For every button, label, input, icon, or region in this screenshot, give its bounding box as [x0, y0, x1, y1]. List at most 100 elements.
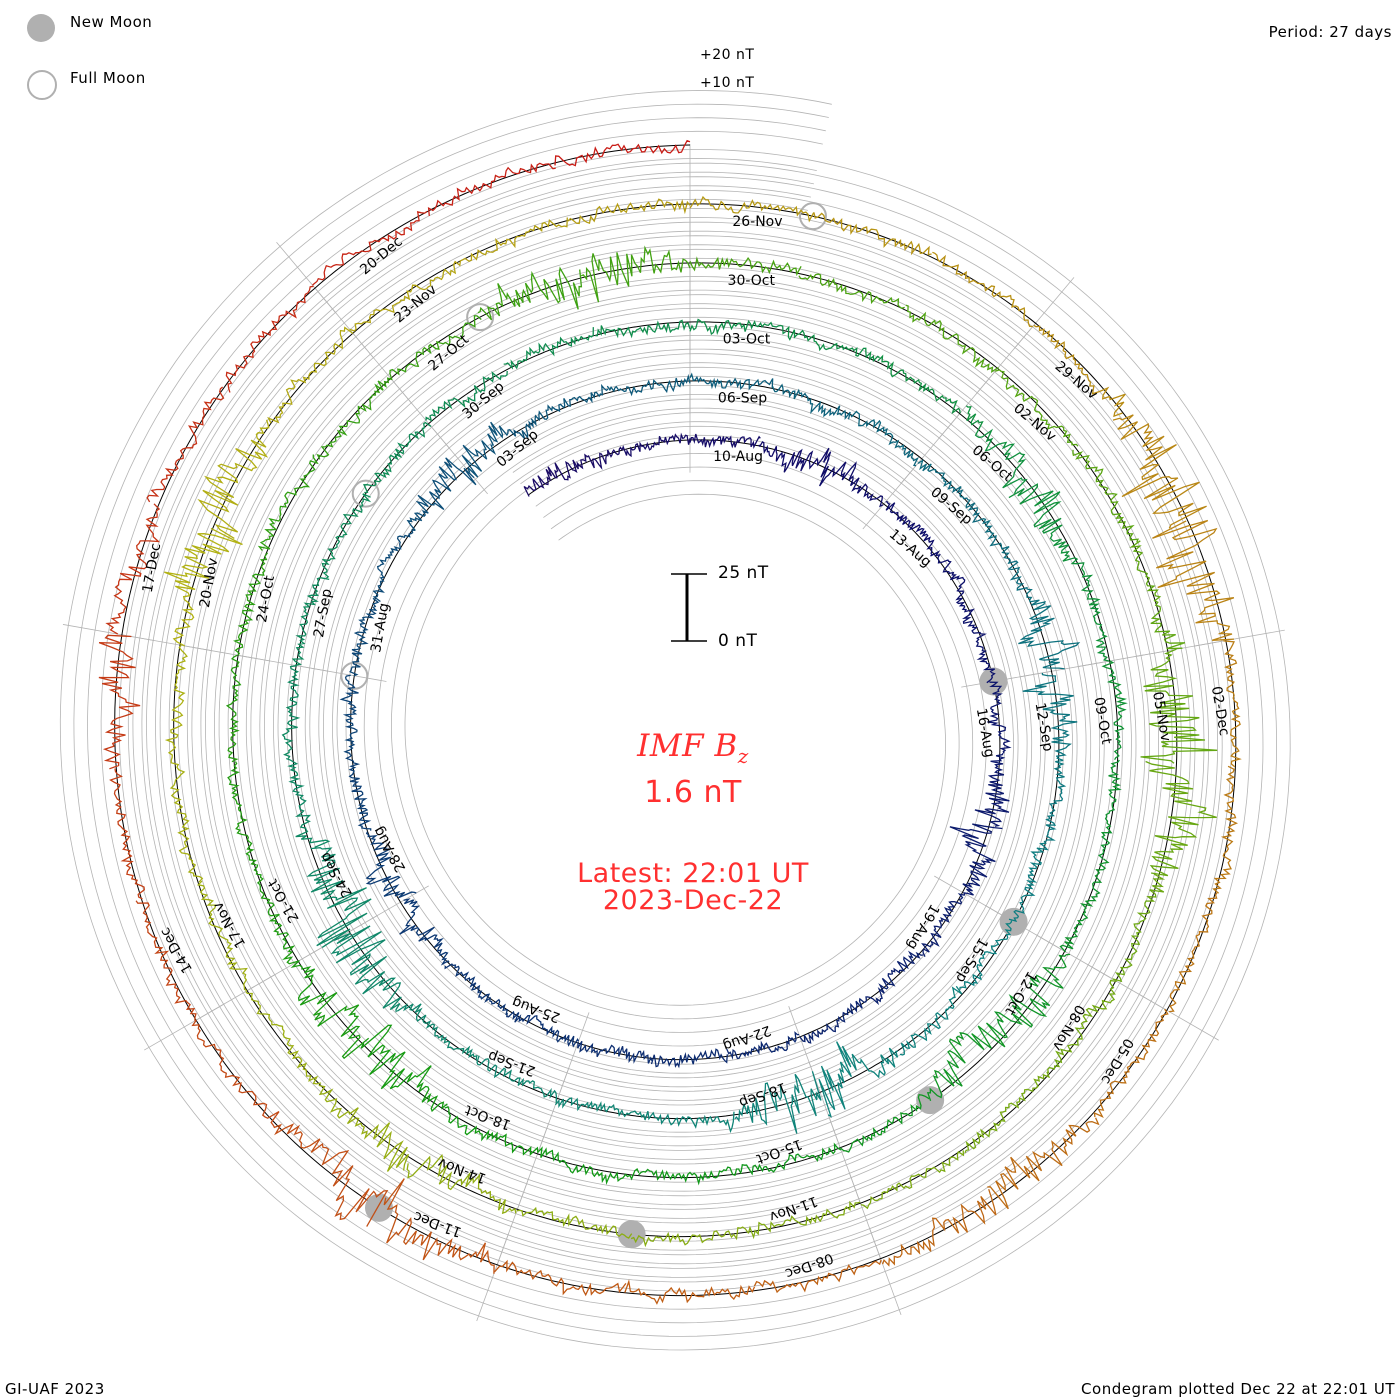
bz-series-day-segment — [406, 1153, 517, 1215]
footer-credit: GI-UAF 2023 — [5, 1380, 105, 1398]
bz-series-day-segment — [227, 761, 258, 866]
bz-series-day-segment — [389, 315, 482, 381]
bz-series-day-segment — [105, 503, 161, 635]
bz-series-day-segment — [1112, 873, 1166, 983]
bz-series-day-segment — [758, 441, 832, 473]
bz-series-day-segment — [135, 900, 197, 1021]
bz-series-day-segment — [1080, 565, 1110, 662]
grid-arc — [168, 198, 1182, 1242]
zero-baseline — [114, 144, 1237, 1297]
bz-series-day-segment — [885, 501, 935, 556]
bz-series-day-segment — [567, 198, 691, 225]
bz-series-day-segment — [644, 1111, 735, 1134]
bz-series-day-segment — [312, 210, 428, 286]
bz-series-day-segment — [503, 327, 594, 370]
bz-series-day-segment — [245, 991, 322, 1085]
bz-series-day-segment — [921, 893, 966, 957]
bz-series-day-segment — [1101, 660, 1128, 761]
bz-series-day-segment — [316, 377, 392, 460]
bz-series-day-segment — [865, 950, 924, 1006]
bz-series-day-segment — [267, 326, 354, 424]
bz-series-day-segment — [1018, 588, 1081, 670]
bz-series-day-segment — [196, 880, 248, 992]
full-moon-marker — [466, 303, 495, 332]
grid-layer — [59, 90, 1291, 1351]
bz-series-day-segment — [253, 864, 299, 965]
date-label: 26-Nov — [732, 214, 782, 230]
bz-series-day-segment — [974, 752, 1010, 827]
bz-series-day-segment — [349, 597, 380, 677]
new-moon-legend-icon — [27, 14, 55, 42]
bz-series-day-segment — [964, 1071, 1051, 1154]
bz-series-day-segment — [965, 405, 1028, 494]
bz-series-day-segment — [476, 1055, 558, 1103]
bz-series-day-segment — [444, 963, 509, 1016]
bz-series-day-segment — [427, 162, 556, 216]
bz-series-day-segment — [365, 831, 417, 899]
bz-series-day-segment — [917, 459, 981, 523]
bz-series-day-segment — [345, 754, 372, 831]
bz-series-day-segment — [905, 304, 999, 374]
date-label: 06-Sep — [718, 390, 767, 406]
bz-series-day-segment — [881, 1189, 997, 1267]
bz-series-day-segment — [1145, 760, 1217, 877]
bz-series-day-segment — [383, 1178, 495, 1274]
bz-series-day-segment — [993, 953, 1071, 1031]
current-value: 1.6 nT — [644, 775, 742, 810]
date-label: 18-Oct — [463, 1101, 514, 1132]
bz-series-day-segment — [930, 550, 976, 615]
bz-series-day-segment — [580, 245, 691, 303]
bz-series-day-segment — [349, 264, 457, 332]
bz-series-day-segment — [1140, 648, 1218, 764]
date-label: 03-Oct — [723, 332, 771, 348]
bz-series-day-segment — [197, 419, 270, 539]
bz-series-day-segment — [877, 354, 961, 415]
bz-series-day-segment — [949, 823, 1003, 896]
bz-series-day-segment — [146, 386, 225, 503]
date-spoke — [276, 241, 337, 314]
grid-arc — [141, 171, 1210, 1269]
bz-series-day-segment — [444, 1106, 539, 1156]
bz-series-day-segment — [494, 1259, 627, 1297]
bz-series-day-segment — [987, 681, 1012, 754]
title-subscript: z — [737, 744, 749, 769]
bz-series-day-segment — [164, 644, 188, 766]
bz-series-day-segment — [321, 493, 372, 579]
bz-series-day-segment — [425, 370, 508, 422]
bz-series-day-segment — [899, 985, 963, 1056]
bz-series-day-segment — [1033, 324, 1126, 418]
title-text: IMF B — [637, 728, 738, 764]
grid-arc — [155, 185, 1196, 1256]
date-spoke — [1193, 629, 1285, 647]
bz-series-day-segment — [362, 421, 432, 494]
full-moon-marker — [340, 661, 369, 690]
footer-plotted: Condegram plotted Dec 22 at 22:01 UT — [1081, 1380, 1395, 1398]
full-moon-marker — [351, 479, 380, 508]
bz-series-day-segment — [290, 960, 370, 1060]
bz-series-day-segment — [537, 1146, 640, 1185]
new-moon-marker — [364, 1193, 393, 1222]
bz-series-day-segment — [523, 466, 558, 497]
scale-bar — [671, 573, 707, 642]
bz-series-day-segment — [1223, 640, 1242, 768]
latest-date: 2023-Dec-22 — [602, 885, 784, 916]
bz-series-day-segment — [977, 518, 1028, 591]
bz-series-day-segment — [257, 454, 319, 551]
grid-arc — [127, 158, 1223, 1283]
bz-series-day-segment — [747, 1200, 861, 1240]
bz-series-day-segment — [169, 764, 204, 883]
scale-bar-bottom-label: 0 nT — [718, 631, 758, 651]
date-label: 05-Dec — [1097, 1035, 1136, 1086]
bz-series-day-segment — [689, 256, 802, 277]
date-label: 23-Nov — [391, 282, 440, 327]
bz-series-day-segment — [595, 319, 691, 339]
date-spoke — [144, 1003, 225, 1051]
grid-arc — [59, 90, 1291, 1351]
bz-series-day-segment — [554, 139, 691, 167]
bz-series-day-segment — [624, 1279, 756, 1305]
bz-series-day-segment — [109, 768, 145, 900]
bz-series-day-segment — [191, 1019, 280, 1128]
date-spoke — [476, 1233, 509, 1322]
bz-series-day-segment — [453, 217, 568, 267]
new-moon-legend-label: New Moon — [70, 13, 153, 31]
